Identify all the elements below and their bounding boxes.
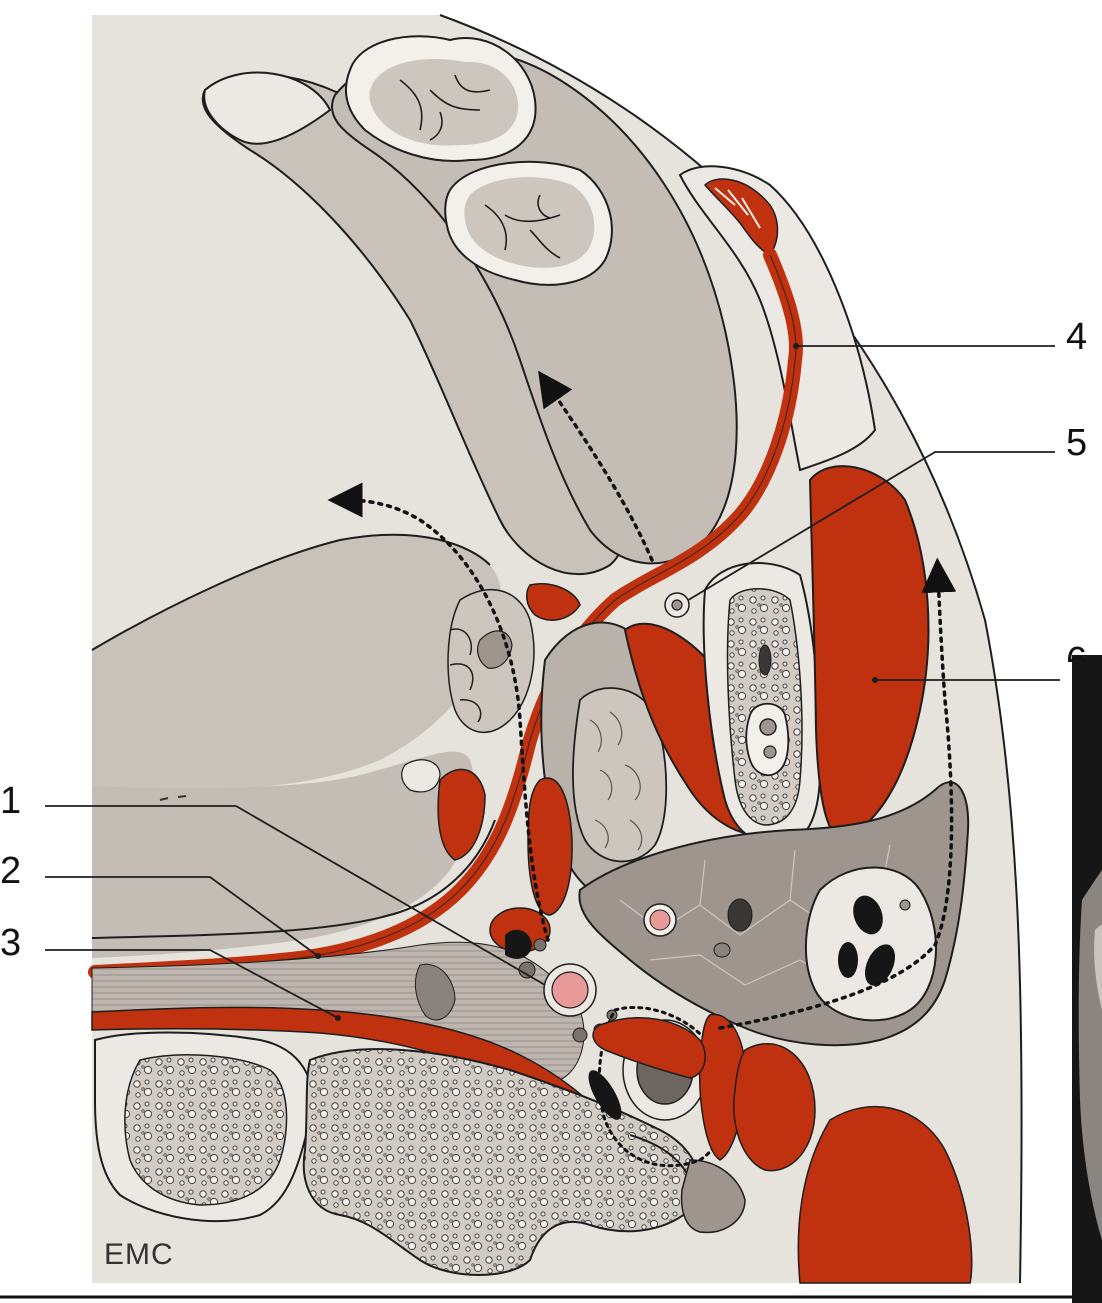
emc-credit: EMC bbox=[104, 1238, 174, 1272]
mandibular-canal bbox=[746, 704, 788, 775]
external-carotid-branch bbox=[728, 899, 752, 931]
label-2: 2 bbox=[0, 852, 21, 890]
inferior-alveolar-artery bbox=[760, 719, 776, 735]
label-4: 4 bbox=[1066, 318, 1087, 356]
retromandibular-vein bbox=[650, 910, 670, 930]
leader-dot-6 bbox=[872, 677, 878, 683]
ramus-foramen bbox=[759, 645, 771, 675]
leader-dot-5-core bbox=[672, 600, 682, 610]
mastoid-air-cell-4 bbox=[900, 900, 910, 910]
label-5: 5 bbox=[1066, 424, 1087, 462]
leader-dot-4 bbox=[793, 343, 799, 349]
leader-dot-2 bbox=[315, 953, 321, 959]
vessel-dot-3 bbox=[573, 1028, 587, 1042]
inferior-alveolar-vein bbox=[764, 746, 776, 758]
mandible-bone-left-cancellous bbox=[125, 1055, 287, 1205]
label-6: 6 bbox=[1066, 642, 1087, 662]
vessel-dot-2 bbox=[534, 939, 546, 951]
leader-dot-3 bbox=[335, 1015, 341, 1021]
styloglossus-muscle bbox=[528, 778, 572, 915]
pharyngeal-wall-small bbox=[402, 760, 440, 792]
mastoid-region bbox=[806, 868, 936, 1021]
label-1: 1 bbox=[0, 782, 21, 820]
internal-carotid-artery bbox=[552, 972, 588, 1008]
mastoid-air-cell-2 bbox=[838, 942, 858, 978]
label-3: 3 bbox=[0, 924, 21, 962]
parotid-node-small bbox=[714, 943, 730, 957]
